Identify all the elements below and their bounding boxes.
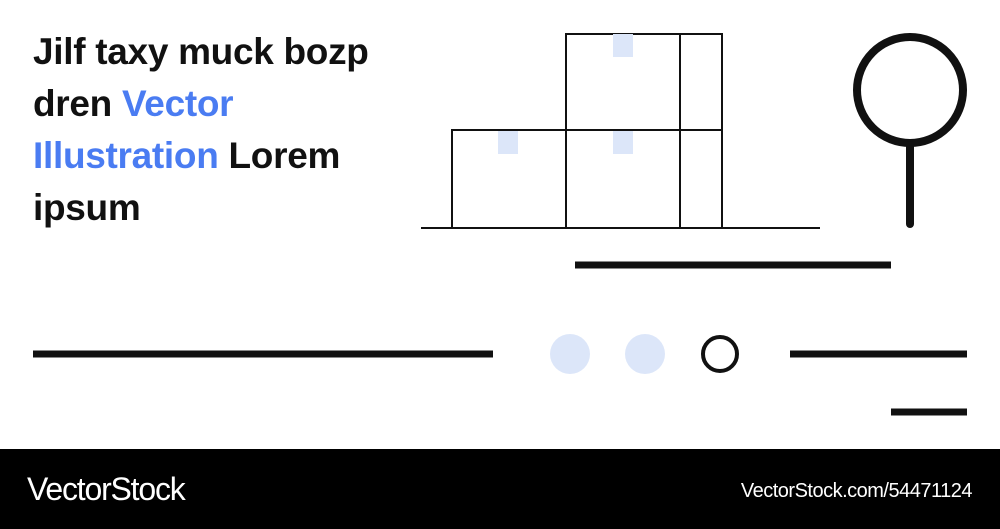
headline-text-1: Jilf taxy muck bozp dren <box>33 31 369 124</box>
carousel-dots-icon <box>550 334 739 374</box>
magnifier-lens <box>853 33 967 147</box>
box-bottom-right <box>565 129 723 229</box>
headline-accent: Vector Illustration <box>33 83 234 176</box>
dot-3 <box>701 335 739 373</box>
stock-id: VectorStock.com/54471124 <box>740 480 973 502</box>
footer-bar: VectorStock VectorStock.com/54471124 <box>0 449 1000 529</box>
magnifier-icon <box>853 33 967 228</box>
brand-logo: VectorStock <box>27 471 186 507</box>
tape-label-left <box>498 131 518 154</box>
box-tape-labels <box>498 34 633 154</box>
stacked-boxes-icon <box>421 33 820 229</box>
decorative-lines <box>33 261 967 416</box>
headline-text-2: Lorem ipsum <box>33 135 341 228</box>
headline: Jilf taxy muck bozp dren Vector Illustra… <box>33 26 413 234</box>
line-art <box>33 33 967 416</box>
dot-1 <box>550 334 590 374</box>
dot-2 <box>625 334 665 374</box>
tape-label-right <box>613 131 633 154</box>
box-top <box>565 33 723 131</box>
tape-label-top <box>613 34 633 57</box>
